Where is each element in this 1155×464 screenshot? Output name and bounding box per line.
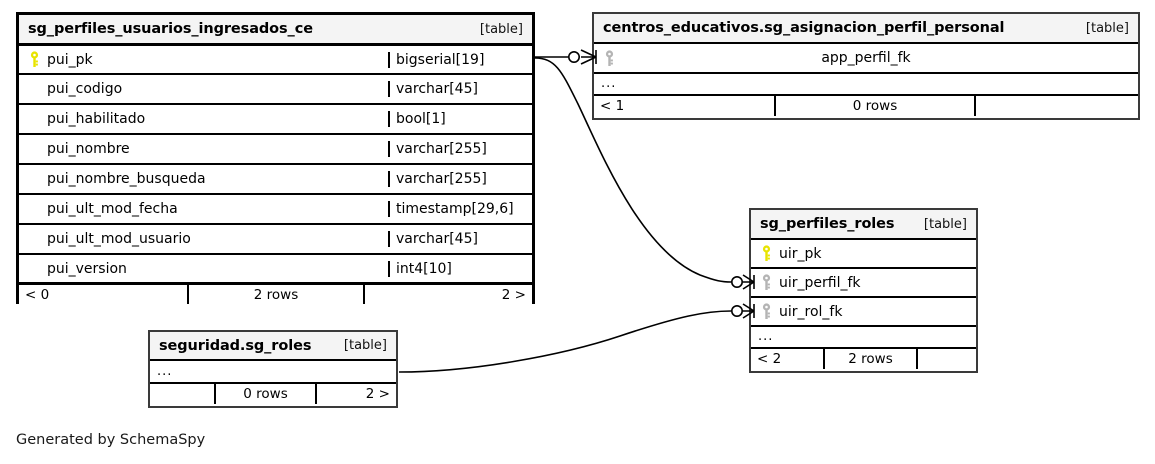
column-name-cell: pui_ult_mod_fecha <box>19 201 388 217</box>
footer-parent-count[interactable]: < 2 <box>757 351 782 367</box>
table-sg-perfiles-roles[interactable]: sg_perfiles_roles [table] uir_pk <box>749 208 978 373</box>
table-sg-perfiles-usuarios-ingresados-ce[interactable]: sg_perfiles_usuarios_ingresados_ce [tabl… <box>16 12 535 304</box>
footer-row-count: 2 rows <box>187 285 363 304</box>
footer-child-count <box>974 96 1138 116</box>
table-row[interactable]: uir_pk <box>751 238 976 267</box>
column-name-cell: pui_nombre <box>19 141 388 157</box>
table-row[interactable]: pui_version int4[10] <box>19 253 532 282</box>
table-seguridad-sg-roles[interactable]: seguridad.sg_roles [table] ... 0 rows 2 … <box>148 330 398 408</box>
table-row[interactable]: pui_pk bigserial[19] <box>19 43 532 73</box>
table-row[interactable]: pui_codigo varchar[45] <box>19 73 532 103</box>
table-row[interactable]: pui_nombre varchar[255] <box>19 133 532 163</box>
relationship-line-sg-roles-to-uir-rol-fk[interactable] <box>398 310 732 373</box>
generated-by-caption: Generated by SchemaSpy <box>16 432 206 448</box>
column-type: bool[1] <box>388 111 532 127</box>
table-row[interactable]: app_perfil_fk <box>594 42 1138 72</box>
primary-key-icon <box>26 51 43 68</box>
table-footer: < 0 2 rows 2 > <box>19 282 532 304</box>
column-label: pui_ult_mod_fecha <box>47 201 178 217</box>
column-label: uir_rol_fk <box>779 303 843 320</box>
foreign-key-icon <box>758 274 775 291</box>
table-type-tag: [table] <box>923 216 967 232</box>
column-name-cell: pui_codigo <box>19 81 388 97</box>
table-row[interactable]: uir_perfil_fk <box>751 267 976 296</box>
table-footer: < 1 0 rows <box>594 94 1138 116</box>
footer-child-count[interactable]: 2 > <box>363 285 532 304</box>
footer-parent-count[interactable]: < 1 <box>600 98 625 114</box>
column-name-cell: pui_nombre_busqueda <box>19 171 388 187</box>
table-name: centros_educativos.sg_asignacion_perfil_… <box>603 20 1005 36</box>
table-type-tag: [table] <box>479 21 523 37</box>
footer-row-count: 0 rows <box>214 384 315 404</box>
table-type-tag: [table] <box>343 338 387 353</box>
column-label: pui_habilitado <box>47 111 146 127</box>
column-type: timestamp[29,6] <box>388 201 532 217</box>
column-name-cell: uir_perfil_fk <box>751 274 976 291</box>
footer-row-count: 0 rows <box>774 96 974 116</box>
table-type-tag: [table] <box>1085 20 1129 36</box>
primary-key-icon <box>758 245 775 262</box>
foreign-key-icon <box>758 303 775 320</box>
more-columns-ellipsis[interactable]: ... <box>594 72 1138 94</box>
column-label: pui_ult_mod_usuario <box>47 231 191 247</box>
column-label: pui_nombre <box>47 141 130 157</box>
foreign-key-icon <box>601 49 618 67</box>
column-type: varchar[45] <box>388 231 532 247</box>
column-label: pui_version <box>47 260 127 277</box>
column-label: uir_pk <box>779 245 822 262</box>
footer-parent-count <box>150 384 214 404</box>
footer-row-count: 2 rows <box>823 349 916 369</box>
column-label: pui_pk <box>47 51 93 68</box>
column-type: int4[10] <box>388 260 532 277</box>
column-name-cell: pui_ult_mod_usuario <box>19 231 388 247</box>
table-name: sg_perfiles_usuarios_ingresados_ce <box>28 21 313 37</box>
column-type: varchar[45] <box>388 81 532 97</box>
table-name: seguridad.sg_roles <box>159 337 312 354</box>
column-label: pui_codigo <box>47 81 123 97</box>
table-name: sg_perfiles_roles <box>760 216 895 232</box>
more-columns-ellipsis[interactable]: ... <box>150 359 396 382</box>
column-name-cell: pui_version <box>19 261 388 277</box>
column-name-cell: pui_habilitado <box>19 111 388 127</box>
footer-child-count[interactable]: 2 > <box>315 384 396 404</box>
column-label: pui_nombre_busqueda <box>47 171 206 187</box>
table-title-bar: seguridad.sg_roles [table] <box>150 332 396 359</box>
column-label: app_perfil_fk <box>821 50 911 66</box>
table-row[interactable]: pui_nombre_busqueda varchar[255] <box>19 163 532 193</box>
column-type: varchar[255] <box>388 141 532 157</box>
column-type: bigserial[19] <box>388 51 532 68</box>
table-row[interactable]: pui_ult_mod_fecha timestamp[29,6] <box>19 193 532 223</box>
cardinality-zero-or-one-marker <box>567 50 580 63</box>
table-row[interactable]: uir_rol_fk <box>751 296 976 325</box>
cardinality-zero-or-one-marker <box>730 304 743 317</box>
table-row[interactable]: pui_ult_mod_usuario varchar[45] <box>19 223 532 253</box>
column-name-cell: uir_rol_fk <box>751 303 976 320</box>
table-title-bar: centros_educativos.sg_asignacion_perfil_… <box>594 14 1138 42</box>
table-footer: 0 rows 2 > <box>150 382 396 404</box>
table-row[interactable]: pui_habilitado bool[1] <box>19 103 532 133</box>
cardinality-zero-or-one-marker <box>730 275 743 288</box>
column-name-cell: app_perfil_fk <box>594 49 1138 67</box>
footer-parent-count[interactable]: < 0 <box>25 286 50 303</box>
column-label: uir_perfil_fk <box>779 274 861 291</box>
table-title-bar: sg_perfiles_usuarios_ingresados_ce [tabl… <box>19 15 532 43</box>
table-title-bar: sg_perfiles_roles [table] <box>751 210 976 238</box>
table-centros-educativos-sg-asignacion-perfil-personal[interactable]: centros_educativos.sg_asignacion_perfil_… <box>592 12 1140 120</box>
column-type: varchar[255] <box>388 171 532 187</box>
column-name-cell: pui_pk <box>19 51 388 68</box>
more-columns-ellipsis[interactable]: ... <box>751 325 976 347</box>
footer-child-count <box>916 349 976 369</box>
column-name-cell: uir_pk <box>751 245 976 262</box>
table-footer: < 2 2 rows <box>751 347 976 369</box>
